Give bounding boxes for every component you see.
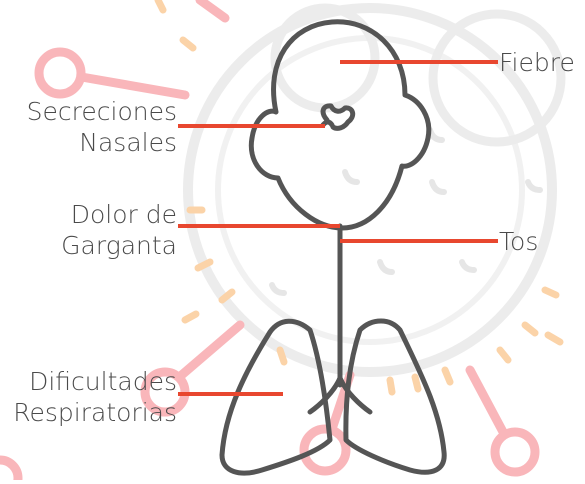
mark (342, 169, 360, 185)
tick (276, 346, 288, 366)
mark (459, 259, 477, 273)
label-fever-text: Fiebre (499, 48, 575, 77)
label-cough-text: Tos (499, 227, 539, 256)
label-breath-line2: Respiratorias (13, 398, 177, 427)
bronchi-left (307, 375, 343, 415)
tick (496, 346, 512, 364)
label-nasal-line1: Secreciones (26, 97, 177, 126)
right-lung (343, 318, 447, 475)
spike-tip-bottom-right (490, 427, 540, 477)
label-breathing-difficulties: Dificultades Respiratorias (13, 366, 177, 428)
tick (386, 376, 396, 396)
head-outline (248, 19, 432, 231)
nose-outline (320, 103, 356, 131)
mark (269, 282, 287, 296)
bronchi-right (337, 375, 373, 415)
mark (377, 259, 395, 275)
tick (181, 310, 200, 324)
tick (411, 373, 422, 393)
human-figure (219, 19, 447, 476)
pointer-lines (178, 60, 498, 396)
tick (218, 288, 236, 304)
mark (427, 127, 445, 143)
label-cough: Tos (499, 226, 538, 257)
virus-nucleus-large (428, 9, 566, 147)
tick (441, 366, 454, 386)
label-nasal-line2: Nasales (79, 128, 177, 157)
virus-ticks (154, 0, 564, 396)
tick (179, 36, 197, 52)
spike-tip-left-top (34, 47, 86, 99)
tick (154, 0, 167, 14)
virus-spike-tips (0, 47, 540, 484)
spike-left-top (65, 70, 190, 100)
tick (194, 258, 214, 272)
spike-tip-corner (0, 455, 23, 484)
tick (544, 331, 564, 346)
spike-tip-bottom-mid (299, 424, 351, 476)
virus-outer-ring (183, 3, 557, 377)
label-breath-line1: Dificultades (29, 367, 177, 396)
label-throat-line1: Dolor de (70, 200, 177, 229)
tick (541, 286, 560, 299)
virus-marks (269, 127, 543, 296)
spike-top (195, 0, 230, 23)
mark (429, 179, 447, 195)
label-fever: Fiebre (499, 47, 575, 78)
left-lung (219, 318, 333, 476)
label-throat-line2: Garganta (61, 231, 177, 260)
mark (525, 179, 543, 193)
label-nasal-secretions: Secreciones Nasales (27, 96, 177, 158)
label-sore-throat: Dolor de Garganta (61, 199, 177, 261)
tick (521, 321, 539, 337)
